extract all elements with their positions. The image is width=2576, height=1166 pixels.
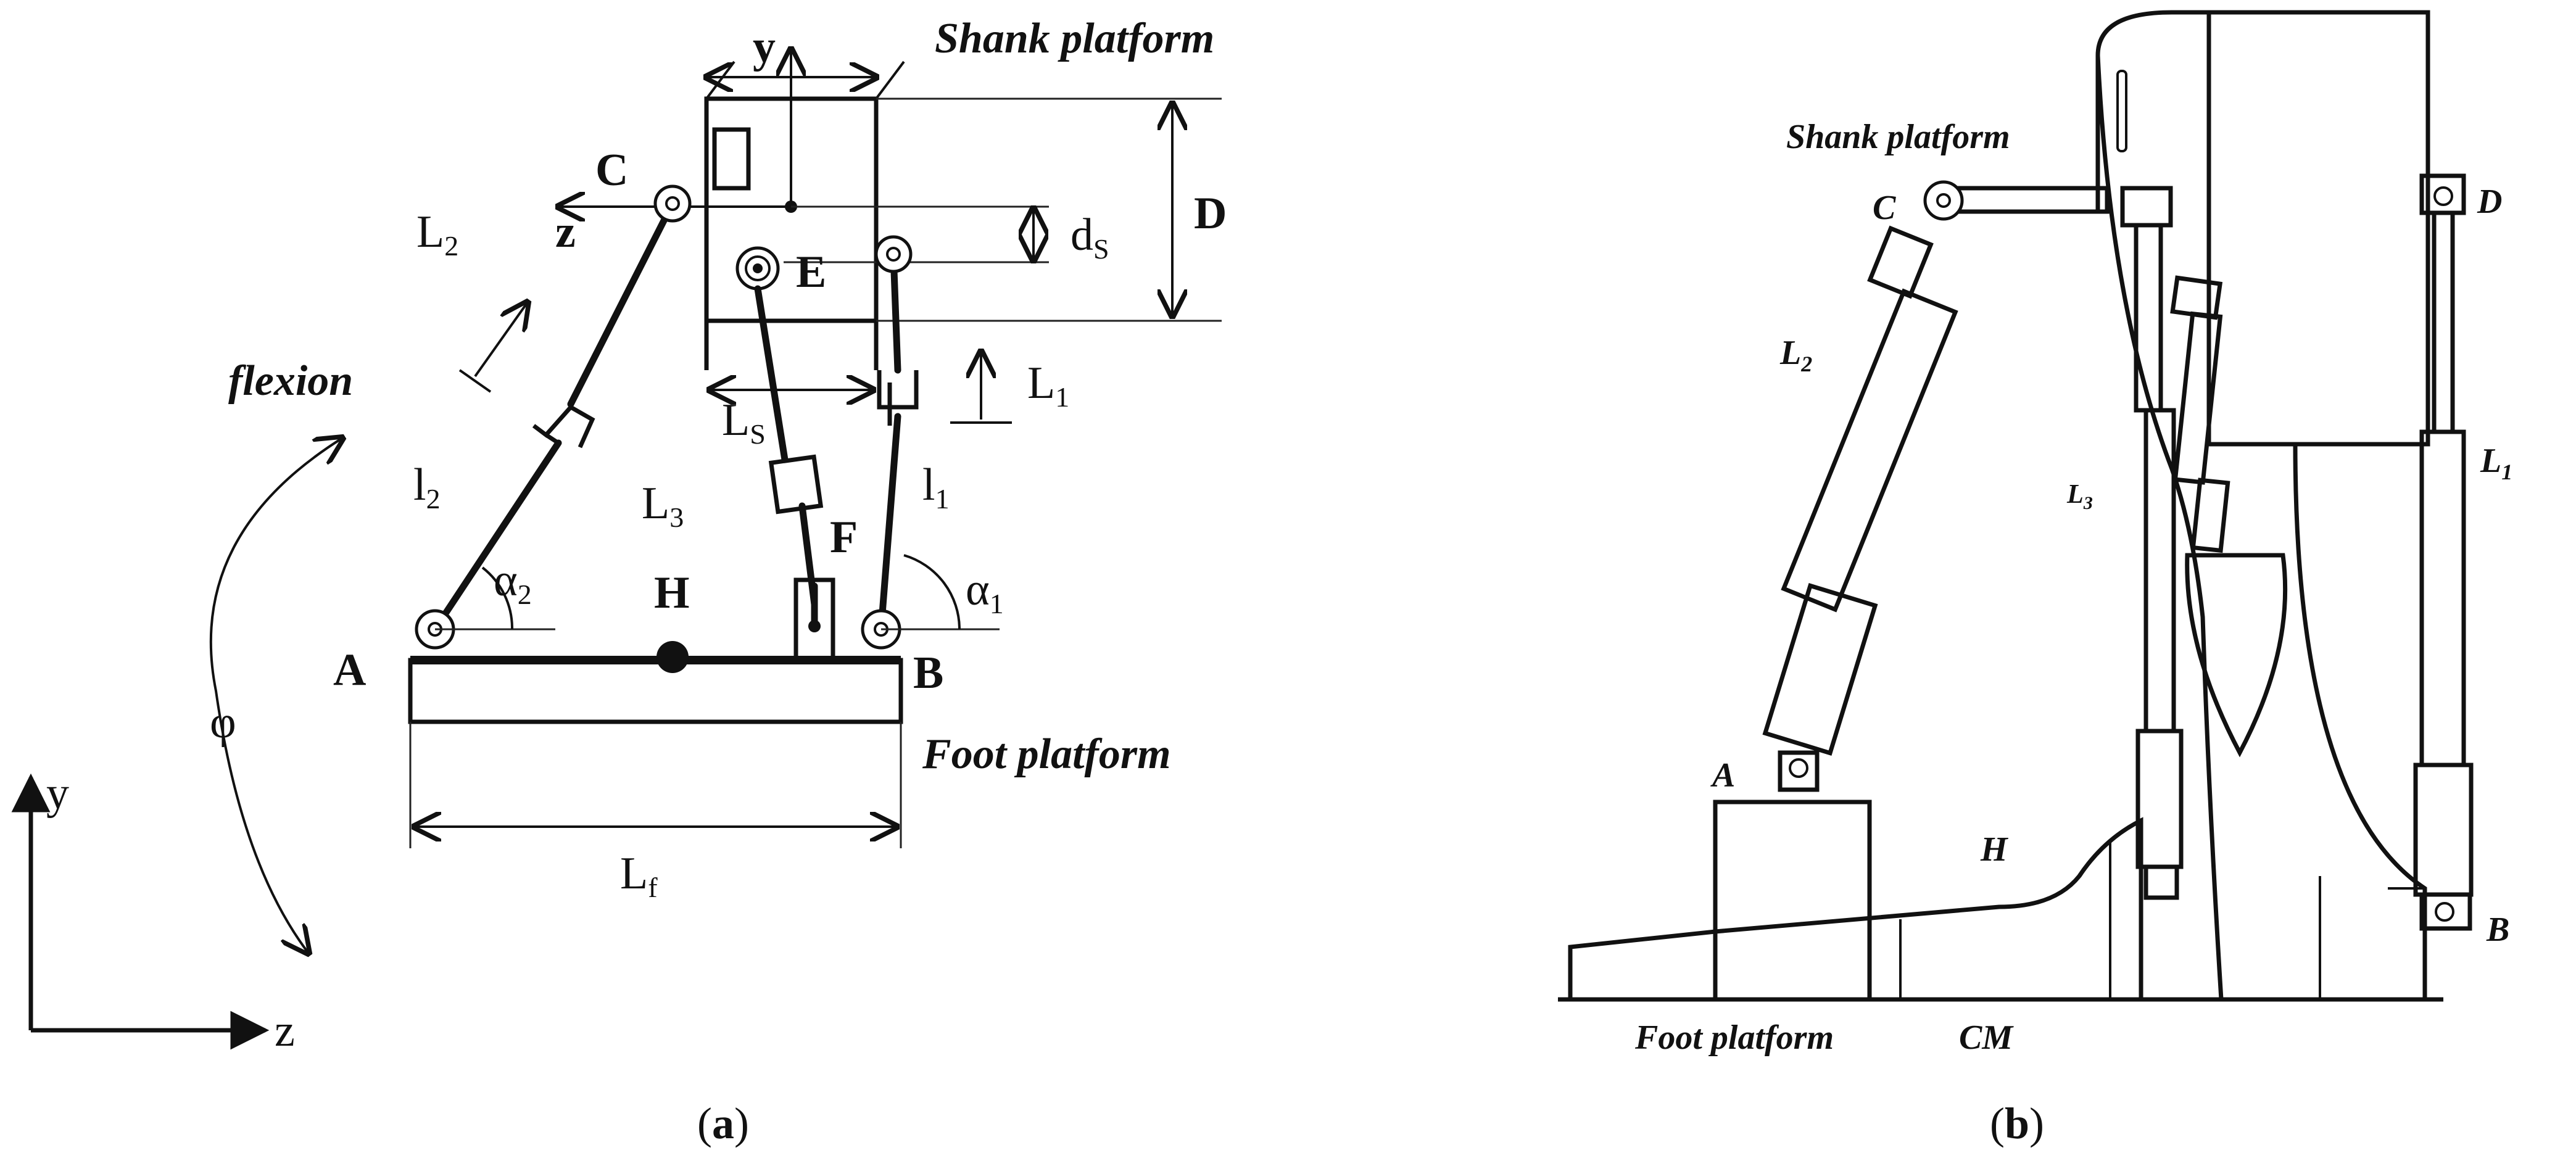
label-ds: dS (1071, 210, 1109, 265)
label-L3-b: L3 (2066, 479, 2093, 513)
label-foot-platform-b: Foot platform (1634, 1019, 1834, 1057)
label-l2: l2 (413, 460, 441, 515)
label-L2-b: L2 (1779, 334, 1812, 376)
label-axis-y: y (46, 768, 69, 819)
label-H-a: H (654, 568, 690, 618)
dimension-ds (784, 207, 1049, 262)
label-L1-b: L1 (2480, 442, 2512, 484)
label-A-b: A (1710, 756, 1735, 795)
label-L2: L2 (416, 207, 458, 262)
label-L1: L1 (1027, 358, 1069, 413)
label-B-a: B (913, 648, 943, 698)
label-D-b: D (2477, 183, 2502, 221)
caption-a: (a) (697, 1099, 749, 1148)
panel-a: Shank platform Foot platform flexion φ D… (11, 15, 1227, 1056)
label-l1: l1 (922, 460, 950, 515)
label-foot-platform-a: Foot platform (922, 730, 1171, 778)
caption-b: (b) (1990, 1099, 2044, 1148)
label-L3: L3 (642, 478, 684, 533)
label-Ls: LS (722, 395, 766, 450)
foot-structure (1558, 444, 2443, 1002)
label-Lf: Lf (620, 848, 658, 903)
label-phi: φ (210, 697, 236, 748)
link-L2 (431, 184, 692, 633)
label-flexion: flexion (228, 357, 353, 405)
shank-platform-block (558, 49, 905, 370)
label-A-a: A (333, 645, 366, 695)
link-L1 (874, 235, 919, 633)
label-H-b: H (1980, 830, 2008, 869)
dimension-D (876, 97, 1222, 322)
label-alpha2: α2 (494, 555, 532, 610)
label-shank-platform-a: Shank platform (935, 15, 1214, 62)
actuator-L1 (2413, 173, 2474, 931)
shank-structure (1941, 10, 2430, 1000)
label-CM: CM (1959, 1019, 2014, 1057)
label-y-top: y (753, 22, 776, 72)
label-D: D (1194, 188, 1227, 239)
label-C-b: C (1873, 189, 1896, 227)
panel-b: Shank platform Foot platform C D A B H C… (1558, 10, 2512, 1057)
foot-platform-block (408, 641, 903, 848)
label-B-b: B (2486, 911, 2509, 949)
label-alpha1: α1 (966, 564, 1004, 619)
label-F: F (830, 512, 858, 563)
link-L3 (754, 285, 835, 663)
global-axes (11, 773, 270, 1050)
label-shank-platform-b: Shank platform (1786, 118, 2010, 156)
label-z-top: z (555, 207, 576, 257)
actuator-L2 (1762, 180, 1964, 792)
label-E: E (796, 247, 826, 297)
label-C-a: C (595, 145, 628, 196)
label-axis-z: z (275, 1006, 295, 1056)
